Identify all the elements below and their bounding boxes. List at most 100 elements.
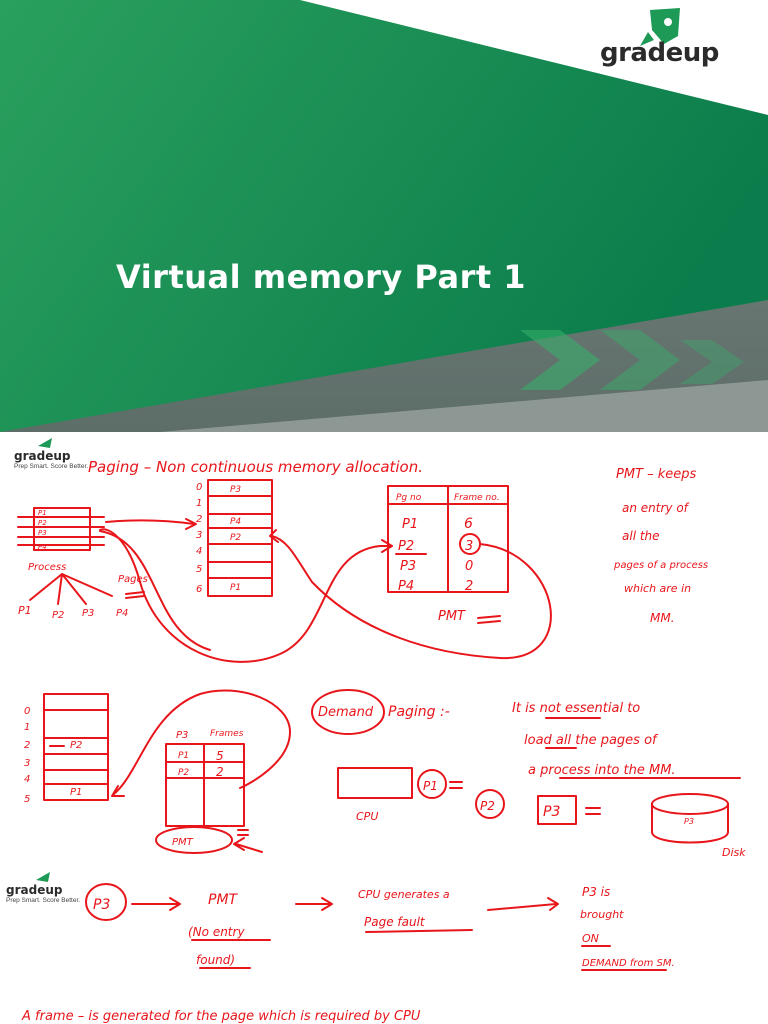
pmt2-page: P2 [178, 768, 189, 778]
memory2-index: 4 [24, 774, 30, 785]
process-page: P4 [38, 543, 47, 551]
disk-icon [651, 793, 729, 815]
memory-index: 1 [196, 498, 202, 509]
memory-index: 3 [196, 530, 202, 541]
memory-index: 0 [196, 482, 202, 493]
memory2-cell: P2 [70, 740, 82, 751]
demand-word: Demand [318, 705, 374, 720]
pmt-label: PMT [438, 609, 466, 624]
pages-list-item: P2 [52, 610, 64, 621]
memory-cell: P2 [230, 533, 241, 543]
memory2-index: 5 [24, 794, 30, 805]
p3-brought-line: DEMAND from SM. [582, 958, 675, 969]
p3-brought-line: brought [580, 908, 624, 921]
memory2-index: 3 [24, 758, 30, 769]
p3-brought-line: ON [582, 932, 599, 945]
pmt-note-line: all the [622, 529, 660, 543]
memory-index: 4 [196, 546, 202, 557]
pmt-page: P4 [398, 579, 414, 594]
pages-list-item: P4 [116, 608, 128, 619]
disk-label: Disk [722, 846, 746, 859]
pages-list-item: P3 [82, 608, 94, 619]
title-slide: gradeup Virtual memory Part 1 [0, 0, 768, 432]
p3-box-label: P3 [543, 804, 560, 820]
process-block [33, 507, 91, 551]
pmt-page: P1 [402, 517, 418, 532]
cpu-block [337, 767, 413, 799]
pmt-frame: 2 [465, 579, 473, 594]
pages-list-item: P1 [18, 604, 32, 617]
memory-cell: P1 [230, 583, 241, 593]
process-label: Process [28, 562, 66, 573]
brand-name: gradeup [14, 449, 71, 463]
main-memory-2 [43, 693, 109, 801]
pmt2-label: PMT [172, 837, 194, 848]
pmt-note-line: MM. [650, 611, 675, 625]
process-page: P3 [38, 529, 47, 537]
pmt2-header: Frames [210, 729, 244, 739]
p3-circle: P3 [93, 897, 110, 913]
memory2-index: 0 [24, 706, 30, 717]
no-entry-line: found) [196, 953, 235, 967]
brand-name: gradeup [6, 883, 63, 897]
p3-brought-line: P3 is [582, 885, 610, 899]
pmt-frame: 0 [465, 559, 473, 574]
chevron-icon [600, 330, 680, 390]
pmt-page: P3 [400, 559, 416, 574]
gradeup-brand: gradeup Prep Smart. Score Better. [14, 438, 89, 470]
brand-logo-text: gradeup [600, 38, 719, 68]
pmt-note-line: PMT – keeps [616, 467, 697, 482]
cpu-label: CPU [356, 810, 378, 823]
cpu-generates-line: CPU generates a [358, 888, 450, 901]
pmt2-page: P1 [178, 751, 189, 761]
demand-text-line: It is not essential to [512, 701, 640, 716]
notes-slide-2: gradeup Prep Smart. Score Better. P3 PMT… [0, 864, 768, 1024]
gradeup-brand: gradeup Prep Smart. Score Better. [6, 872, 81, 904]
brand-tagline: Prep Smart. Score Better. [6, 897, 81, 904]
memory2-index: 1 [24, 722, 30, 733]
disk-page: P3 [684, 817, 694, 826]
memory2-index: 2 [24, 740, 30, 751]
rocket-logo-icon [36, 872, 50, 882]
rocket-logo-icon [38, 438, 52, 448]
memory-cell: P4 [230, 517, 241, 527]
slide-title: Virtual memory Part 1 [116, 258, 527, 296]
notes-slide-1: gradeup Prep Smart. Score Better. Paging… [0, 432, 768, 864]
cpu-generates-line: Page fault [364, 915, 426, 929]
notes-heading: Paging – Non continuous memory allocatio… [88, 458, 423, 476]
process-page: P1 [38, 509, 47, 517]
memory2-cell: P1 [70, 787, 82, 798]
pmt2-frame: 2 [216, 765, 224, 779]
rocket-logo-icon [640, 8, 680, 46]
process-page: P2 [38, 519, 47, 527]
pmt2-header: P3 [176, 730, 188, 741]
pmt-note-line: which are in [624, 582, 691, 595]
memory-cell: P3 [230, 485, 241, 495]
pmt-page: P2 [398, 539, 414, 554]
pmt-header: Frame no. [454, 493, 500, 503]
bottom-note-line: A frame – is generated for the page whic… [21, 1009, 421, 1024]
p2-circle: P2 [480, 799, 495, 813]
memory-index: 5 [196, 564, 202, 575]
pmt-frame: 6 [464, 516, 473, 532]
memory-index: 6 [196, 584, 202, 595]
brand-tagline: Prep Smart. Score Better. [14, 463, 89, 470]
memory-index: 2 [196, 514, 202, 525]
chevron-icon [520, 330, 600, 390]
handwritten-notes-1: Paging – Non continuous memory allocatio… [17, 458, 746, 859]
pmt2-frame: 5 [216, 749, 224, 763]
p1-circle: P1 [423, 779, 438, 793]
demand-text-line: a process into the MM. [528, 763, 676, 778]
pages-label: Pages [118, 574, 148, 585]
handwritten-notes-2: P3 PMT (No entry found) CPU generates a … [21, 883, 675, 1024]
chevron-icon [680, 340, 744, 384]
title-slide-background [0, 0, 768, 432]
pmt-note-line: pages of a process [613, 560, 708, 571]
p3-box [537, 795, 577, 825]
pmt-frame: 3 [465, 539, 473, 554]
paging-word: Paging :- [388, 704, 450, 720]
pmt-header: Pg no [396, 493, 422, 503]
pmt-note-line: an entry of [622, 501, 690, 515]
demand-text-line: load all the pages of [524, 733, 659, 748]
no-entry-line: (No entry [188, 925, 245, 939]
